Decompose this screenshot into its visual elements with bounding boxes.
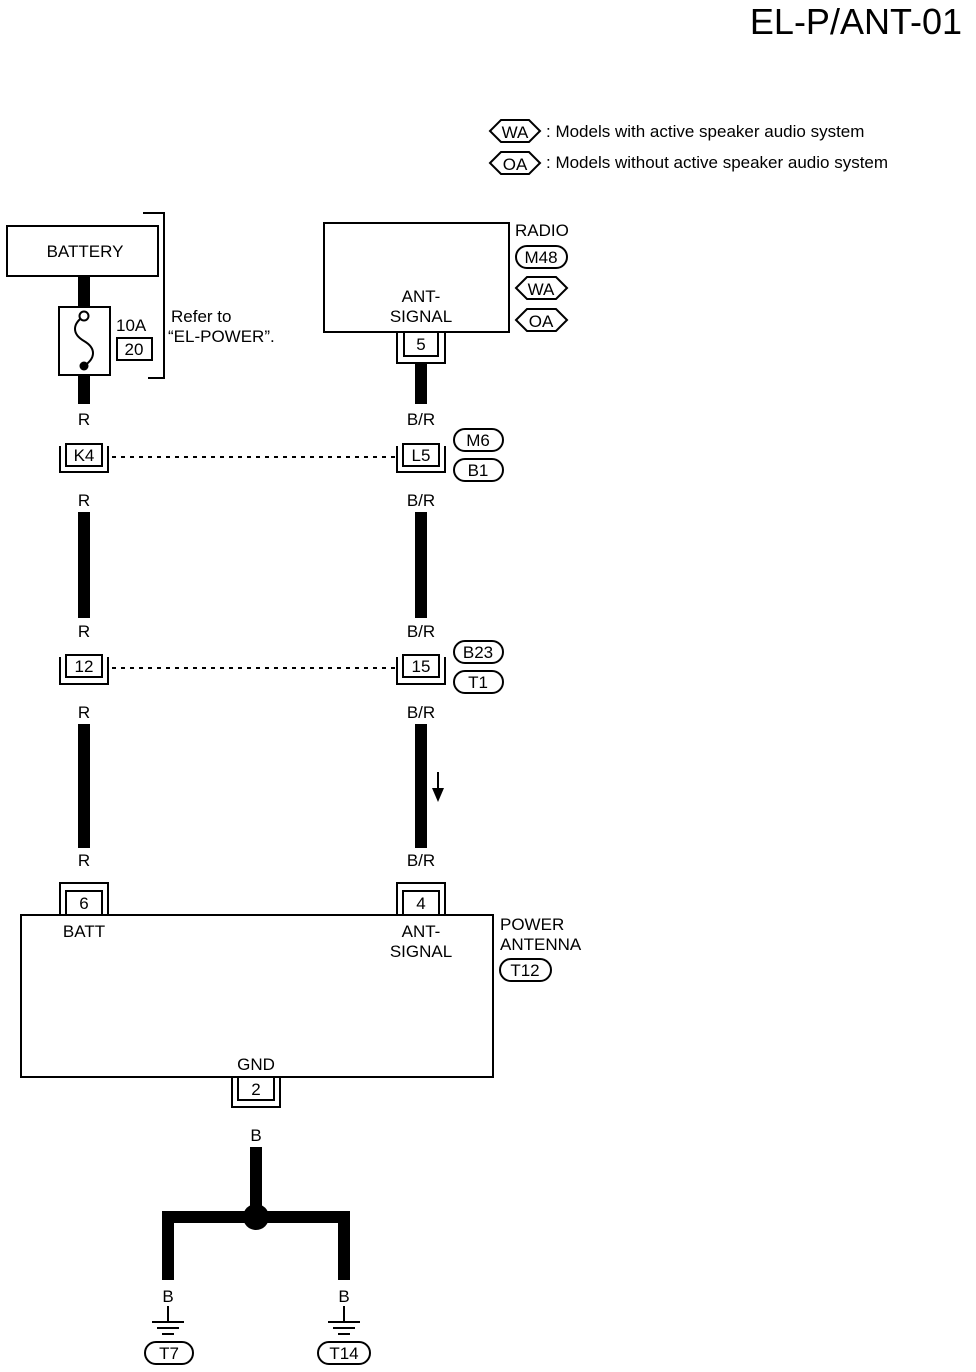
power-antenna-connector: T12	[510, 961, 539, 980]
wire-color-label: R	[78, 703, 90, 722]
radio-variant-oa: OA	[529, 312, 554, 331]
radio-variant-wa: WA	[528, 280, 555, 299]
wire-color-label: B	[250, 1126, 261, 1145]
ground-right-label: T14	[329, 1344, 358, 1363]
refer-bracket	[143, 212, 165, 379]
wire-color-label: R	[78, 622, 90, 641]
junction-2-right-frame	[396, 657, 446, 685]
power-antenna-name-line1: POWER	[500, 915, 564, 934]
wire-color-label: B/R	[407, 851, 435, 870]
ground-left: T7	[144, 1306, 194, 1365]
legend: WA : Models with active speaker audio sy…	[488, 119, 888, 175]
signal-pin: 4	[416, 894, 425, 913]
junction-1-left-frame	[59, 446, 109, 473]
power-antenna: 6 BATT 4 ANT- SIGNAL POWER ANTENNA T12 G…	[20, 882, 582, 1108]
junction-2-left-pin: 12	[75, 657, 94, 676]
junction-1-right-frame	[396, 446, 446, 473]
page-title: EL-P/ANT-01	[750, 1, 962, 42]
wire-gnd-right	[256, 1211, 350, 1280]
refer-line1: Refer to	[171, 307, 231, 326]
power-antenna-name-line2: ANTENNA	[500, 935, 582, 954]
junction-1-conn-a: M6	[466, 431, 490, 450]
wire-color-label: B	[338, 1287, 349, 1306]
junction-2-conn-b-badge	[453, 670, 504, 694]
power-antenna-connector-badge	[499, 958, 552, 982]
legend-oa-text: : Models without active speaker audio sy…	[546, 153, 888, 172]
junction-2-right-pin-box	[402, 654, 440, 678]
wire-color-label: B	[162, 1287, 173, 1306]
junction-2-conn-a-badge	[453, 640, 504, 664]
legend-wa-hexagon	[488, 119, 542, 143]
battery-box	[6, 225, 159, 277]
junction-1-conn-a-badge	[453, 428, 504, 452]
radio-connector-badge	[515, 245, 568, 269]
gnd-connector-frame	[231, 1077, 281, 1108]
junction-1-right-pin-box	[402, 443, 440, 467]
fuse-terminal-top	[78, 310, 90, 322]
junction-1-conn-b: B1	[468, 461, 489, 480]
wire-color-label: R	[78, 410, 90, 429]
wire-color-label: B/R	[407, 410, 435, 429]
junction-1-right-pin: L5	[412, 446, 431, 465]
junction-1-left-pin-box	[65, 443, 103, 467]
wire-color-label: B/R	[407, 622, 435, 641]
junction-2-left-pin-box	[65, 654, 103, 678]
power-antenna-box	[20, 914, 494, 1078]
radio-terminal-line2: SIGNAL	[390, 307, 452, 326]
gnd-pin-box	[237, 1076, 275, 1101]
ground-right-badge	[317, 1341, 371, 1365]
radio-pin-box	[403, 331, 439, 357]
refer-line2: “EL-POWER”.	[168, 327, 275, 346]
wire-color-label: B/R	[407, 491, 435, 510]
battery-label: BATTERY	[47, 242, 124, 261]
ground-left-label: T7	[159, 1344, 179, 1363]
batt-pin-box	[65, 890, 103, 916]
radio-connector-frame	[396, 332, 446, 364]
wire-color-label: R	[78, 851, 90, 870]
fuse-number: 20	[125, 340, 144, 359]
ground-right: T14	[317, 1306, 371, 1365]
arrow-down-icon	[432, 772, 444, 802]
legend-wa-code: WA	[502, 123, 529, 142]
wire-gnd-left	[162, 1211, 256, 1280]
wire-color-label: B/R	[407, 703, 435, 722]
junction-1: K4 L5 M6 B1	[59, 428, 504, 482]
radio-wa-hexagon	[514, 276, 569, 300]
legend-wa-text: : Models with active speaker audio syste…	[546, 122, 864, 141]
fuse-terminal-bottom	[79, 361, 89, 371]
signal-connector-frame	[396, 882, 446, 915]
batt-connector-frame	[59, 882, 109, 915]
radio-oa-hexagon	[514, 308, 569, 332]
radio-box	[323, 222, 510, 333]
radio-terminal-line1: ANT-	[402, 287, 441, 306]
fuse-symbol	[74, 315, 94, 367]
junction-1-left-pin: K4	[74, 446, 95, 465]
gnd-label: GND	[237, 1055, 275, 1074]
legend-oa-code: OA	[503, 155, 528, 174]
wire-color-label: R	[78, 491, 90, 510]
radio-pin: 5	[416, 335, 425, 354]
radio-name: RADIO	[515, 221, 569, 240]
wire-color-labels: R R R R R B/R B/R B/R B/R B/R B B B	[78, 410, 435, 1306]
junction-2-conn-a: B23	[463, 643, 493, 662]
radio-connector: M48	[524, 248, 557, 267]
junction-2-left-frame	[59, 657, 109, 685]
batt-label: BATT	[63, 922, 105, 941]
signal-pin-box	[402, 890, 440, 916]
ground-left-badge	[144, 1341, 194, 1365]
junction-2-right-pin: 15	[412, 657, 431, 676]
fuse-number-box	[116, 337, 153, 361]
fuse-rating: 10A	[116, 316, 147, 335]
junction-2: 12 15 B23 T1	[59, 640, 504, 694]
gnd-pin: 2	[251, 1080, 260, 1099]
signal-label-line2: SIGNAL	[390, 942, 452, 961]
ground-splice-dot	[243, 1204, 269, 1230]
signal-label-line1: ANT-	[402, 922, 441, 941]
junction-1-conn-b-badge	[453, 458, 504, 482]
junction-2-conn-b: T1	[468, 673, 488, 692]
legend-oa-hexagon	[488, 151, 542, 175]
wires	[78, 276, 427, 1280]
batt-pin: 6	[79, 894, 88, 913]
